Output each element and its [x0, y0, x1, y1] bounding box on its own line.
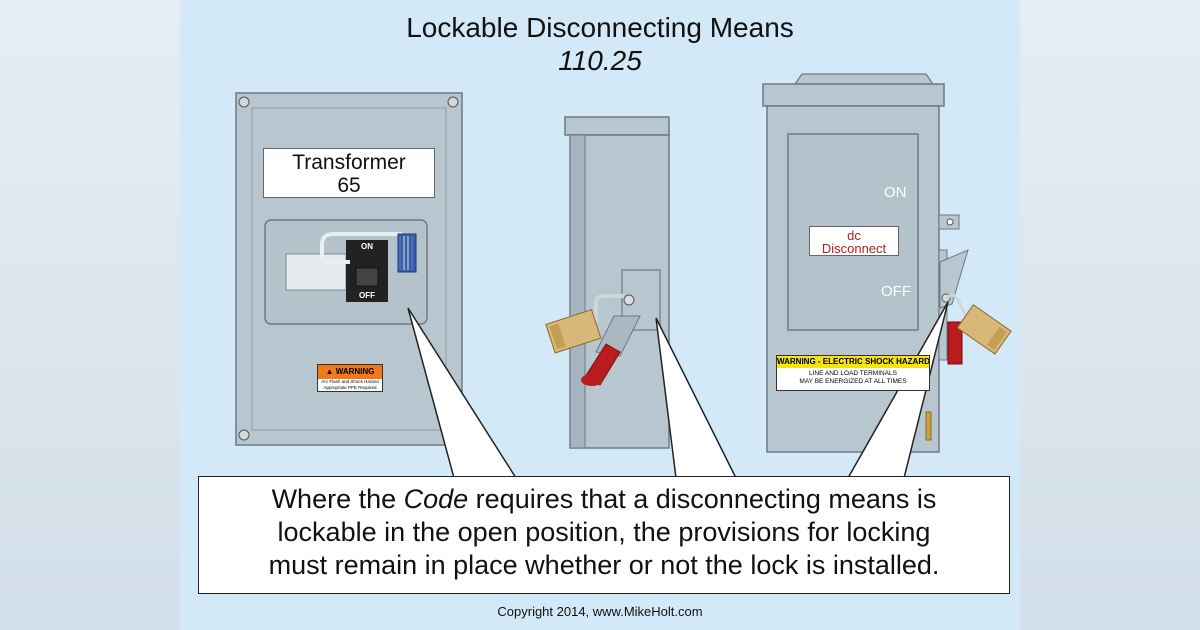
code-emphasis: Code: [403, 484, 469, 514]
arc-flash-warning-heading: ▲ WARNING: [318, 365, 382, 379]
right-margin: [1020, 0, 1200, 630]
arc-flash-warning-line2: Appropriate PPE Required: [323, 385, 377, 390]
code-section-number: 110.25: [558, 45, 642, 76]
small-switch-on-label: ON: [361, 242, 373, 251]
shock-hazard-warning-label: WARNING - ELECTRIC SHOCK HAZARD LINE AND…: [776, 355, 930, 391]
left-margin: [0, 0, 180, 630]
callout-line3: must remain in place whether or not the …: [268, 550, 940, 580]
arc-flash-warning-line1: Arc Flash and Shock Hazard: [321, 379, 379, 384]
dc-disconnect-label: dc Disconnect: [809, 226, 899, 256]
copyright-notice: Copyright 2014, www.MikeHolt.com: [497, 604, 703, 619]
dc-disconnect-enclosure: [762, 73, 1012, 453]
dc-disconnect-label-line1: dc: [847, 228, 861, 243]
transformer-label: Transformer 65: [263, 148, 435, 198]
warning-triangle-icon: ▲: [325, 367, 334, 376]
side-view-enclosure: [545, 116, 670, 449]
arc-flash-warning-label: ▲ WARNING Arc Flash and Shock Hazard App…: [317, 364, 383, 392]
dc-disconnect-off-label: OFF: [881, 283, 911, 300]
explanation-callout: Where the Code requires that a disconnec…: [198, 476, 1010, 594]
transformer-label-line1: Transformer: [292, 151, 406, 174]
transformer-enclosure: [235, 92, 463, 446]
dc-disconnect-on-label: ON: [884, 184, 907, 201]
shock-hazard-warning-heading: WARNING - ELECTRIC SHOCK HAZARD: [777, 356, 929, 368]
transformer-label-line2: 65: [337, 174, 361, 197]
diagram-title: Lockable Disconnecting Means: [406, 12, 794, 43]
dc-disconnect-label-line2: Disconnect: [821, 241, 887, 256]
callout-line1: Where the Code requires that a disconnec…: [271, 484, 937, 514]
callout-line2: lockable in the open position, the provi…: [277, 517, 931, 547]
small-switch-off-label: OFF: [359, 291, 375, 300]
shock-hazard-warning-line2: MAY BE ENERGIZED AT ALL TIMES: [799, 378, 907, 385]
shock-hazard-warning-line1: LINE AND LOAD TERMINALS: [808, 370, 898, 377]
